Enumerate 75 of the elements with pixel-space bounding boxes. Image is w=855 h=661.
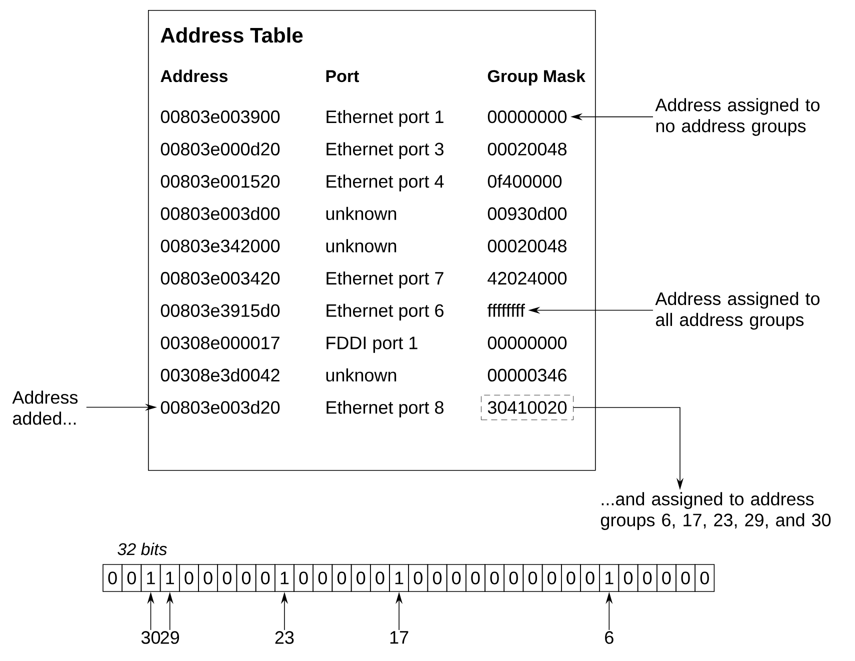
bit-cell: 0 [198,564,218,592]
bit-cell: 0 [217,564,238,592]
table-cell: ffffffff [487,304,525,317]
table-cell: Ethernet port 8 [326,400,444,418]
bit-cell: 0 [427,564,448,592]
bit-cell: 0 [370,564,390,592]
table-cell: 00000000 [488,110,567,124]
table-cell: 00803e3915d0 [160,304,280,317]
table-cell: Ethernet port 6 [326,304,444,321]
bit-cell: 1 [389,564,409,592]
bit-number: 17 [390,631,408,644]
table-cell: 00020048 [488,240,566,252]
bit-cell: 0 [637,564,658,592]
bit-cell: 0 [484,564,504,592]
bit-number: 23 [275,631,294,644]
bit-number: 30 [141,631,160,644]
bit-cell: 0 [676,564,696,592]
table-cell: Ethernet port 4 [326,174,444,192]
table-cell: 00803e000d20 [160,142,280,156]
bit-cell: 0 [694,564,715,592]
bit-cell: 0 [179,564,199,592]
table-cell: 00308e000017 [160,336,280,350]
column-header: Group Mask [488,70,586,86]
bit-cell: 0 [350,564,371,592]
annotation-text: Address added... [12,390,78,425]
table-cell: 00000000 [488,336,567,350]
table-cell: Ethernet port 1 [326,110,444,127]
table-cell: FDDI port 1 [326,336,418,353]
table-cell: 00020048 [488,142,566,156]
bit-cell: 0 [504,564,524,592]
table-cell: 42024000 [488,272,567,285]
table-cell: 00000346 [488,368,566,382]
column-header: Address [160,70,228,82]
bit-cell: 0 [332,564,352,592]
bit-cell: 1 [274,564,294,592]
table-cell: 00803e003d00 [160,206,280,220]
bit-cell: 0 [522,564,543,592]
table-cell: 00803e001520 [160,175,280,188]
table-cell: unknown [326,239,396,252]
bit-cell: 0 [446,564,466,592]
table-cell: 00803e003900 [160,110,280,124]
table-cell: 00930d00 [488,206,567,220]
bit-number: 6 [605,631,614,644]
table-cell: 00803e003420 [160,272,280,285]
table-cell: Ethernet port 7 [326,271,444,288]
table-cell: 00803e003d20 [160,400,280,414]
table-cell: unknown [326,368,396,382]
bit-number: 29 [160,631,179,644]
bit-cell: 0 [102,564,122,592]
bit-cell: 0 [312,564,333,592]
table-cell: 00308e3d0042 [160,368,280,382]
bit-cell: 0 [294,564,314,592]
annotation-text: ...and assigned to address groups 6, 17, 23, 29, and 30 [600,492,831,530]
bit-cell: 0 [561,564,581,592]
table-cell: Ethernet port 3 [326,142,444,160]
column-header: Port [326,70,359,82]
bit-cell: 0 [466,564,486,592]
bit-cell: 0 [580,564,600,592]
bit-cell: 0 [542,564,562,592]
bit-cell: 0 [255,564,276,592]
bit-cell: 0 [618,564,638,592]
bit-cell: 0 [656,564,676,592]
caption-text: 32 bits [118,542,167,556]
bit-cell: 0 [122,564,142,592]
bit-cell: 0 [408,564,428,592]
table-cell: 0f400000 [488,174,562,188]
table-cell: unknown [326,206,396,220]
bit-cell: 1 [599,564,620,592]
annotation-text: Address assigned to no address groups [655,98,820,136]
bit-cell: 1 [160,564,180,592]
dashed-cell: 30410020 [481,394,574,420]
bit-cell: 0 [236,564,256,592]
table-cell: 00803e342000 [160,240,280,252]
bit-cell: 1 [140,564,161,592]
annotation-text: Address assigned to all address groups [655,292,820,330]
